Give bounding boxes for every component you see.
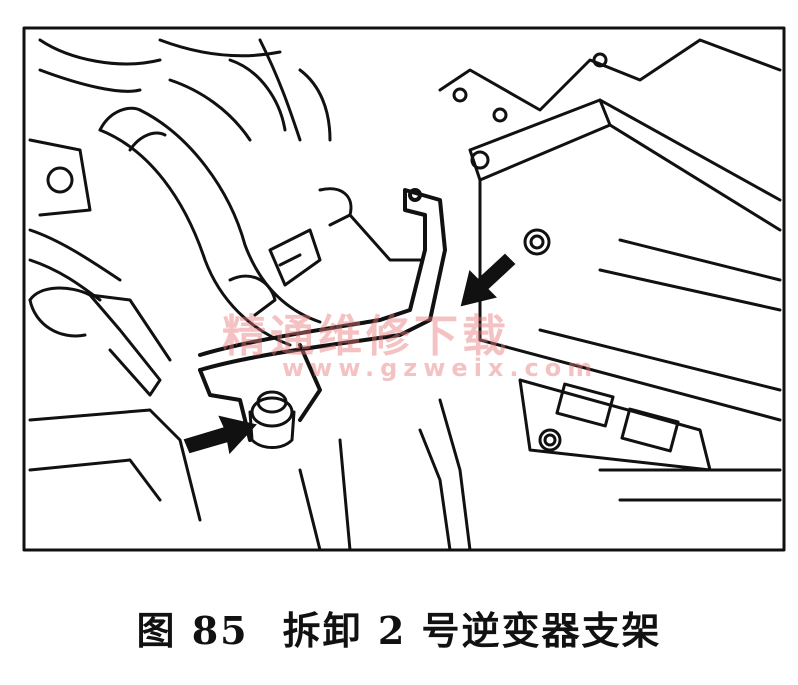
- arrow-to-bolt-left: [183, 415, 257, 455]
- engine-parts-left: [28, 38, 332, 302]
- arrow-to-bolt-right: [460, 253, 516, 307]
- coolant-hose: [98, 106, 322, 347]
- inverter-connectors: [298, 378, 782, 552]
- figure-frame: [22, 26, 786, 552]
- watermark-name: 精通维修下载: [222, 311, 510, 362]
- inverter-bracket: [198, 188, 447, 442]
- figure-number: 图 85: [136, 608, 249, 653]
- connector-assembly: [228, 187, 422, 317]
- technical-illustration: [22, 26, 786, 552]
- figure-caption: 图 85 拆卸 2 号逆变器支架: [0, 600, 798, 655]
- figure-title: 拆卸 2 号逆变器支架: [282, 608, 662, 653]
- hose-clamp-left: [28, 286, 202, 522]
- watermark-url: www.gzweix.com: [282, 354, 599, 382]
- bracket-bolt-left: [248, 390, 296, 449]
